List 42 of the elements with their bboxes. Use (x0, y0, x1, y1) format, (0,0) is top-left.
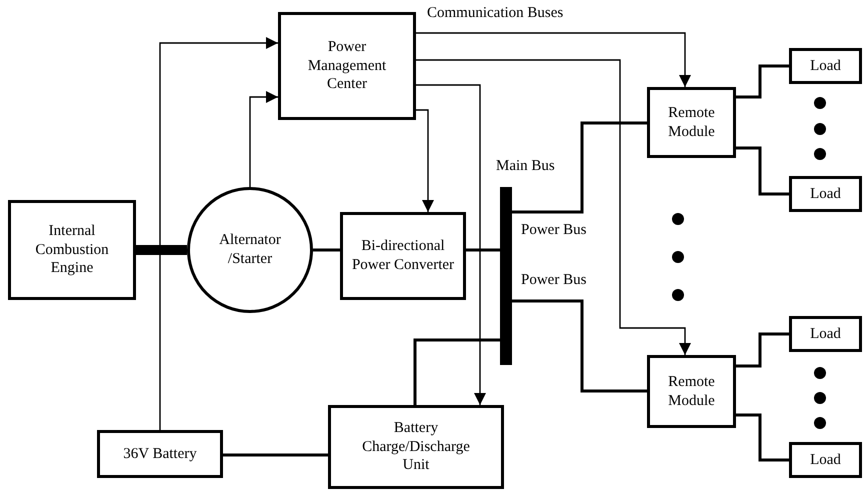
connector-line (736, 332, 789, 368)
node-label: Load (810, 450, 841, 470)
connector-line (512, 300, 647, 392)
node-label: Alternator /Starter (218, 231, 282, 269)
module-box (647, 355, 736, 428)
node-label: Power Management Center (306, 38, 388, 94)
load-box (789, 176, 862, 212)
node-label: Internal Combustion Engine (34, 222, 110, 278)
node-label: Load (810, 324, 841, 344)
bus-label: Main Bus (496, 157, 555, 176)
shaft-connector (136, 245, 187, 255)
node-label: 36V Battery (123, 444, 197, 464)
arrow (416, 109, 434, 212)
connector-line (736, 64, 789, 98)
load-box (789, 48, 862, 84)
connector-line (223, 454, 328, 456)
arrow (416, 59, 691, 355)
connector-line (313, 248, 340, 252)
arrow (416, 32, 691, 87)
node-label: Bi-directional Power Converter (351, 237, 455, 275)
node-label: Load (810, 56, 841, 76)
connector-line (466, 248, 500, 252)
load-box (789, 442, 862, 478)
process-box (340, 212, 466, 300)
module-box (647, 87, 736, 158)
process-box (8, 200, 136, 300)
node-label: Battery Charge/Discharge Unit (361, 418, 471, 476)
annotation-label: Communication Buses (427, 5, 564, 22)
node-label: Remote Module (667, 104, 716, 142)
arrow (249, 91, 278, 187)
connector-line (736, 146, 789, 196)
connector-line (414, 338, 500, 405)
load-box (789, 316, 862, 352)
battery-box (97, 430, 223, 478)
arrow (159, 37, 278, 430)
process-box (278, 12, 416, 120)
node-label: Load (810, 184, 841, 204)
connector-line (512, 122, 647, 214)
connector-line (736, 414, 789, 462)
node-label: Remote Module (667, 372, 716, 410)
arrow (416, 84, 486, 405)
process-box (328, 405, 504, 489)
